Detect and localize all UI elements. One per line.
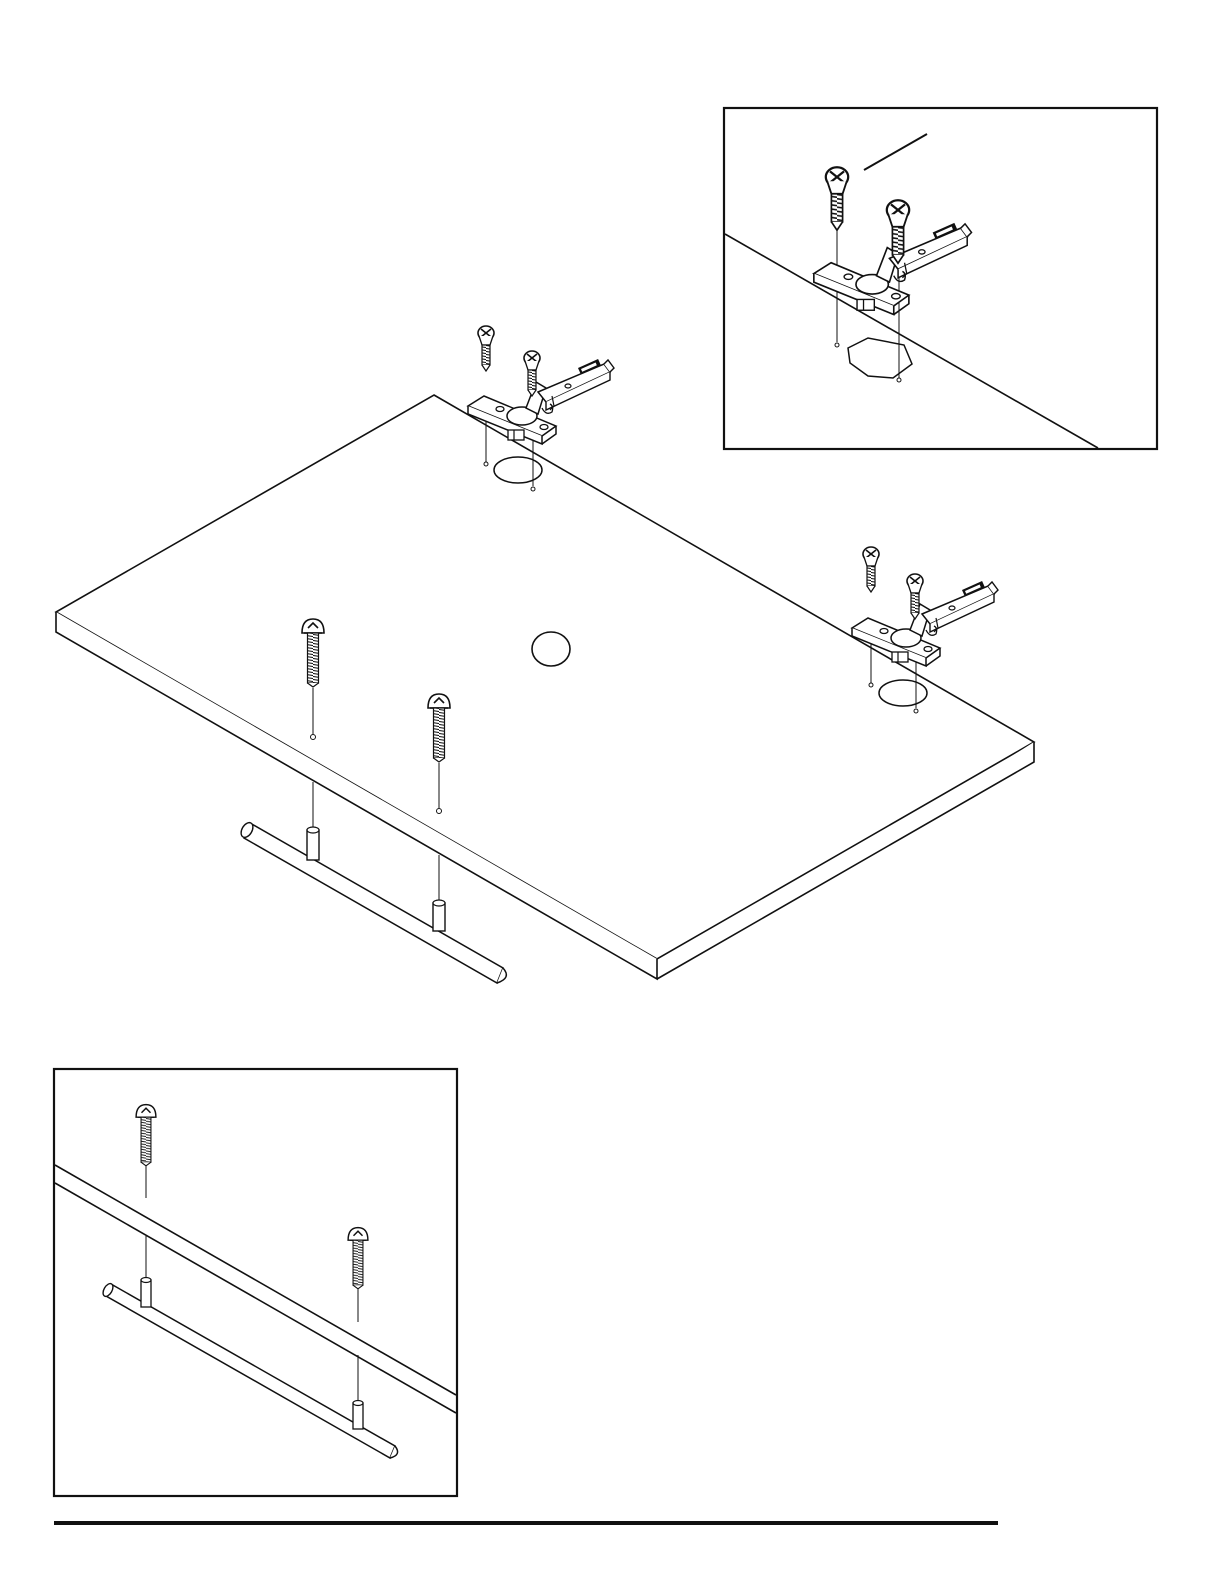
handle-detail-box (54, 1069, 457, 1496)
flat-head-screw-icon (863, 547, 879, 592)
flat-head-screw-icon (478, 326, 494, 371)
hinge-detail-box (724, 108, 1157, 449)
footer-rule (54, 1521, 998, 1525)
knob-hole (532, 632, 570, 666)
